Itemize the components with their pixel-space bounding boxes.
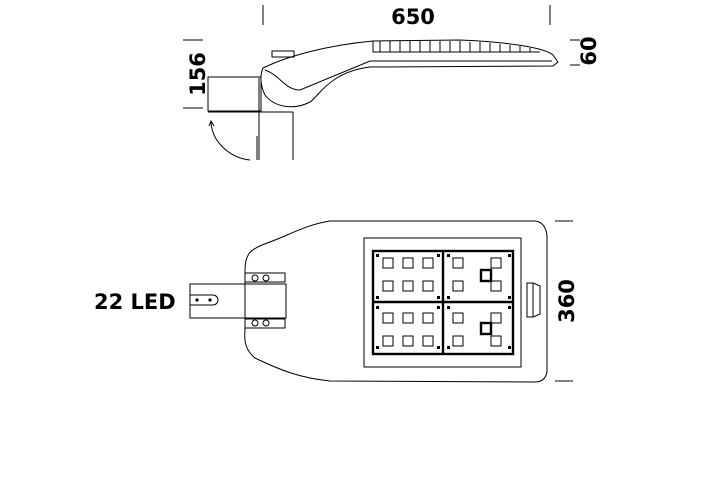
arrow-head-icon [208, 119, 215, 127]
screw-dot [447, 296, 450, 299]
led-icon [402, 280, 414, 292]
led-panel-frame [363, 237, 522, 368]
side-view: 650 156 60 [183, 5, 601, 161]
led-icon [490, 312, 502, 324]
clamp-top [244, 272, 286, 283]
rear-handle [526, 282, 534, 318]
led-icon [452, 312, 464, 324]
sensor-icon [479, 268, 493, 283]
tilt-arrow-icon [210, 121, 251, 161]
bolt-icon [262, 274, 270, 282]
led-count-label: 22 LED [94, 290, 176, 314]
cooling-fins [372, 41, 540, 53]
led-icon [422, 280, 434, 292]
slot [190, 294, 219, 306]
hole [195, 298, 199, 302]
led-icon [452, 257, 464, 269]
screw-dot [447, 306, 450, 309]
led-icon [382, 280, 394, 292]
screw-dot [437, 254, 440, 257]
dim-length: 650 [391, 5, 435, 29]
led-icon [452, 280, 464, 292]
screw-dot [437, 306, 440, 309]
screw-dot [376, 296, 379, 299]
mounting-bracket [207, 76, 262, 112]
led-icon [402, 257, 414, 269]
led-icon [382, 312, 394, 324]
screw-dot [508, 306, 511, 309]
lamp-body-profile [260, 39, 559, 108]
rear-handle-loop [532, 282, 541, 318]
screw-dot [447, 346, 450, 349]
led-icon [490, 335, 502, 347]
led-icon [422, 312, 434, 324]
lamp-inner-line [264, 60, 552, 91]
screw-dot [508, 296, 511, 299]
led-icon [422, 335, 434, 347]
sensor-icon [479, 321, 493, 336]
led-icon [402, 312, 414, 324]
screw-dot [508, 346, 511, 349]
led-icon [382, 335, 394, 347]
top-view: 360 [189, 220, 579, 383]
hole [208, 298, 212, 302]
screw-dot [376, 254, 379, 257]
led-icon [402, 335, 414, 347]
dim-width: 360 [555, 279, 579, 323]
screw-dot [437, 346, 440, 349]
screw-dot [508, 254, 511, 257]
led-icon [382, 257, 394, 269]
dim-height: 156 [186, 52, 210, 96]
screw-dot [376, 306, 379, 309]
bracket-top [271, 50, 295, 58]
bolt-icon [262, 319, 270, 327]
screw-dot [437, 296, 440, 299]
mounting-arm [189, 283, 287, 319]
led-icon [490, 257, 502, 269]
led-icon [490, 280, 502, 292]
bolt-icon [251, 274, 259, 282]
screw-dot [376, 346, 379, 349]
led-icon [452, 335, 464, 347]
clamp-bottom [244, 318, 286, 329]
screw-dot [447, 254, 450, 257]
dim-thickness: 60 [577, 36, 601, 65]
led-icon [422, 257, 434, 269]
bolt-icon [251, 319, 259, 327]
lamp-body-outline [244, 220, 548, 383]
led-array [376, 254, 511, 349]
